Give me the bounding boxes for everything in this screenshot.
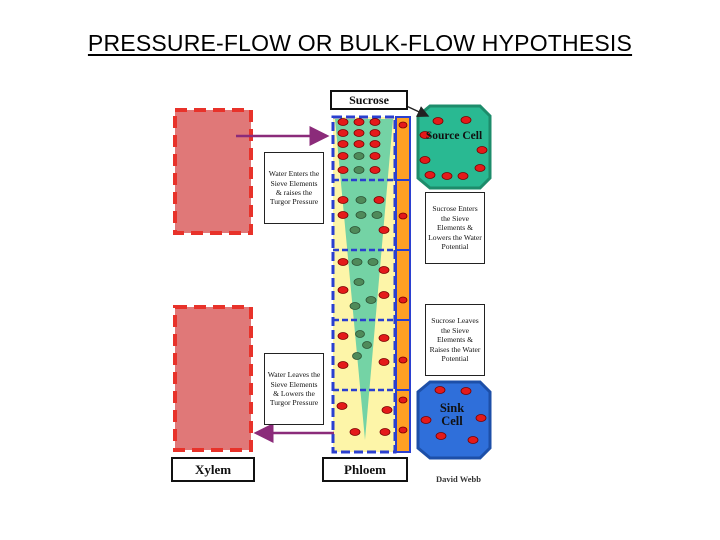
xylem-upper (173, 108, 253, 235)
sucrose-dots (336, 118, 408, 436)
companion-cell-column (395, 116, 411, 453)
source-cell-sucrose-dots (419, 116, 488, 180)
slide-title: PRESSURE-FLOW OR BULK-FLOW HYPOTHESIS (87, 30, 633, 56)
phloem-label: Phloem (322, 457, 408, 482)
source-cell-label: Source Cell (425, 130, 483, 142)
water-dots (349, 152, 383, 360)
note-water-enters: Water Enters the Sieve Elements & raises… (264, 152, 324, 224)
note-sucrose-enters: Sucrose Enters the Sieve Elements & Lowe… (425, 192, 485, 264)
credit-text: David Webb (436, 474, 481, 484)
note-water-leaves: Water Leaves the Sieve Elements & Lowers… (264, 353, 324, 425)
note-sucrose-leaves: Sucrose Leaves the Sieve Elements & Rais… (425, 304, 485, 376)
sucrose-label: Sucrose (330, 90, 408, 110)
xylem-label: Xylem (171, 457, 255, 482)
xylem-lower (173, 305, 253, 452)
source-cell (416, 104, 492, 190)
sink-cell-label: Sink Cell (439, 401, 465, 428)
sink-cell-sucrose-dots (420, 386, 487, 444)
